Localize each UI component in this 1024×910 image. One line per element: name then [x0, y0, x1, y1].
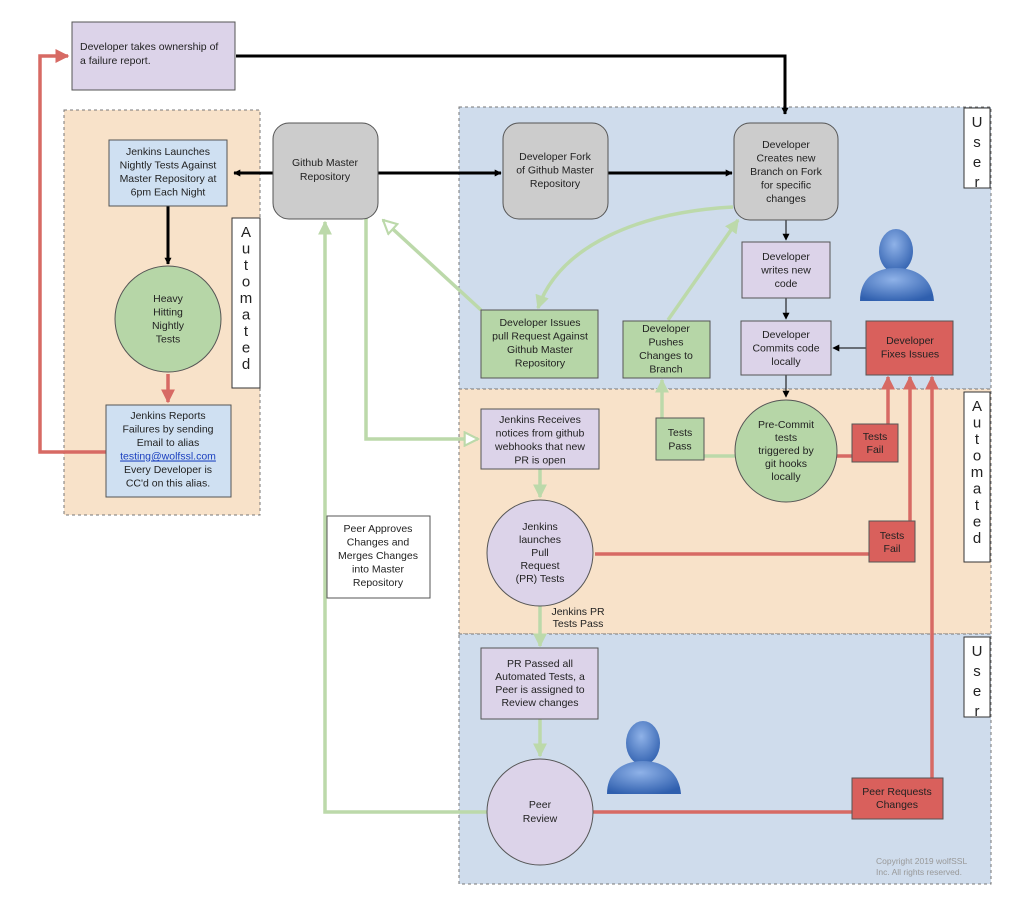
- node-precommit: [734, 399, 838, 503]
- label-automated-left: [231, 217, 261, 389]
- node-peer-requests: [851, 777, 944, 820]
- label-automated-right: [963, 391, 991, 563]
- node-dev-commits: [740, 320, 832, 376]
- node-dev-fixes: [865, 320, 954, 376]
- node-dev-pushes: [622, 320, 711, 379]
- node-ownership: [71, 21, 236, 91]
- node-dev-writes: [741, 241, 831, 299]
- arrow-ownership-to-branch: [236, 54, 789, 115]
- arrow-review-to-github: [318, 220, 488, 814]
- node-github-master: [272, 122, 379, 220]
- arrow-pushes-to-branch: [666, 218, 740, 322]
- arrow-pr-to-github: [383, 220, 483, 312]
- node-tests-fail-1: [851, 423, 899, 463]
- node-dev-pr: [480, 309, 599, 379]
- node-pr-passed: [480, 647, 599, 720]
- node-peer-review: [486, 758, 594, 866]
- node-dev-branch: [733, 122, 839, 221]
- node-tests-pass: [655, 417, 705, 461]
- node-dev-fork: [502, 122, 609, 220]
- node-jenkins-reports-email[interactable]: testing@wolfssl.com: [120, 451, 216, 463]
- arrow-reports-to-ownership: [38, 49, 106, 454]
- user-icon-top: [860, 229, 934, 301]
- arrow-branch-to-pr: [535, 205, 734, 310]
- label-user-bottom: [963, 636, 991, 718]
- node-jenkins-pr-tests: [486, 499, 594, 607]
- arrow-github-to-jenkins-receives: [364, 218, 478, 439]
- label-user-top: [963, 107, 991, 189]
- arrow-precommit-to-pushes: [662, 380, 735, 458]
- node-tests-fail-2: [868, 520, 916, 563]
- node-jenkins-nightly: [108, 139, 228, 207]
- user-icon-bottom: [607, 721, 681, 794]
- node-heavy-tests: [114, 265, 222, 373]
- node-jenkins-receives: [480, 408, 600, 470]
- node-jenkins-reports: [105, 404, 232, 498]
- node-peer-approves: [326, 515, 431, 599]
